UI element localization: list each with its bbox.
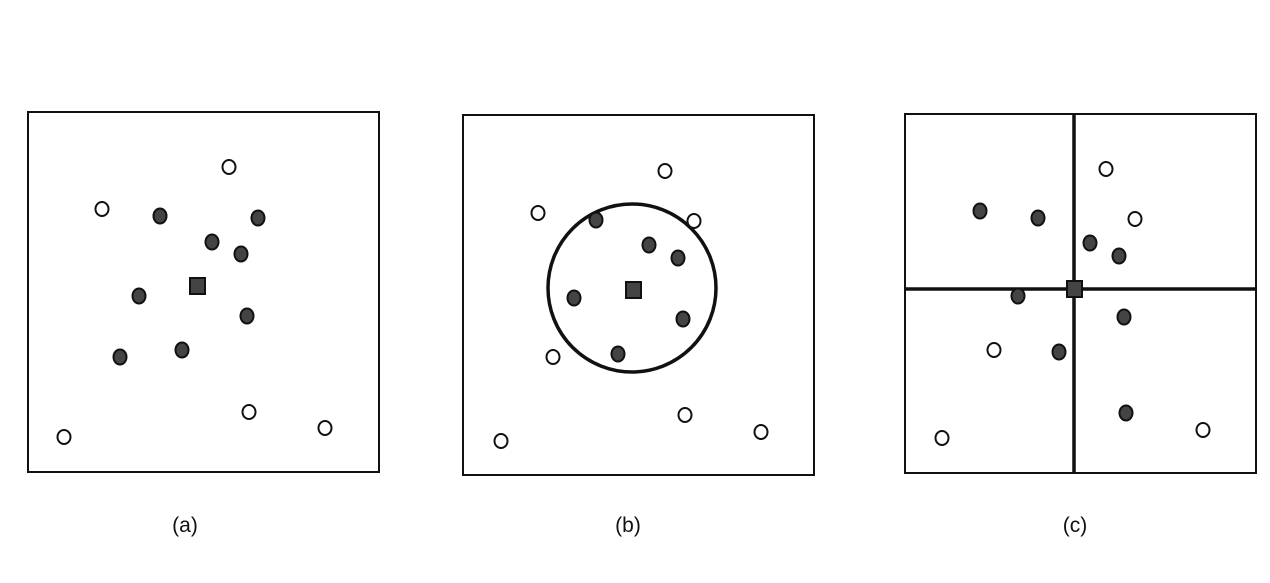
hollow-point	[317, 420, 333, 436]
query-square-marker	[1066, 280, 1083, 298]
panel-a-points	[56, 159, 333, 445]
hollow-point	[493, 433, 509, 449]
hollow-point	[657, 163, 673, 179]
hollow-point	[221, 159, 237, 175]
hollow-point	[686, 213, 702, 229]
filled-point	[239, 307, 255, 325]
filled-point	[1111, 247, 1127, 265]
hollow-point	[1098, 161, 1114, 177]
panel-b: (b)	[462, 114, 815, 537]
hollow-point	[934, 430, 950, 446]
filled-point	[566, 289, 582, 307]
filled-point	[1082, 234, 1098, 252]
hollow-point	[1195, 422, 1211, 438]
hollow-point	[677, 407, 693, 423]
panel-b-frame	[462, 114, 815, 476]
filled-point	[588, 211, 604, 229]
filled-point	[204, 233, 220, 251]
panel-c-caption: (c)	[1063, 514, 1088, 537]
filled-point	[675, 310, 691, 328]
hollow-point	[986, 342, 1002, 358]
filled-point	[1030, 209, 1046, 227]
filled-point	[641, 236, 657, 254]
filled-point	[250, 209, 266, 227]
hollow-point	[1127, 211, 1143, 227]
filled-point	[1010, 287, 1026, 305]
panel-a-caption: (a)	[172, 514, 198, 537]
filled-point	[972, 202, 988, 220]
filled-point	[1118, 404, 1134, 422]
hollow-point	[241, 404, 257, 420]
filled-point	[670, 249, 686, 267]
panel-a: (a)	[27, 111, 380, 537]
hollow-point	[530, 205, 546, 221]
panel-c: (c)	[904, 113, 1257, 537]
query-square-marker	[625, 281, 642, 299]
panel-b-points	[493, 163, 769, 449]
hollow-point	[753, 424, 769, 440]
panel-c-frame	[904, 113, 1257, 474]
filled-point	[1116, 308, 1132, 326]
filled-point	[112, 348, 128, 366]
panel-b-caption: (b)	[615, 514, 641, 537]
filled-point	[131, 287, 147, 305]
panel-c-points	[934, 161, 1211, 446]
filled-point	[610, 345, 626, 363]
filled-point	[152, 207, 168, 225]
hollow-point	[545, 349, 561, 365]
hollow-point	[94, 201, 110, 217]
hollow-point	[56, 429, 72, 445]
panel-a-frame	[27, 111, 380, 473]
filled-point	[1051, 343, 1067, 361]
filled-point	[233, 245, 249, 263]
query-square-marker	[189, 277, 206, 295]
search-radius-circle	[546, 202, 718, 374]
filled-point	[174, 341, 190, 359]
